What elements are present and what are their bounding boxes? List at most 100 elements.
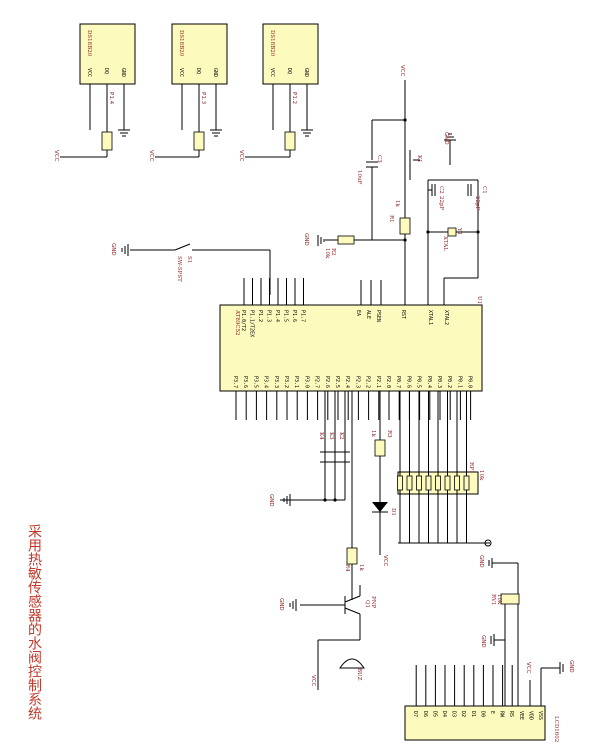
mcu-top-pin-label: P1.4 — [274, 310, 280, 322]
lcd-pin-label: D5 — [431, 711, 437, 717]
reset-r-ref: R1 — [388, 215, 394, 223]
rpack-resistor — [435, 475, 441, 491]
rpack-resistor — [425, 475, 432, 491]
svg-text:GND: GND — [480, 635, 486, 648]
mcu-bottom-pin-label: P3.5 — [252, 376, 258, 388]
mcu-bottom-pin-label: P2.6 — [324, 376, 330, 388]
rpack-resistor — [463, 475, 470, 491]
reset-circuit: VCC C3 10uF K1 1k R1 R2 10k GND — [303, 65, 422, 305]
switch-s1: GND S1 SW-SPST — [110, 243, 271, 295]
resistor-pack: RP1 10k — [397, 391, 492, 547]
mcu-bottom-pin-label: P3.3 — [273, 376, 279, 388]
svg-text:GND: GND — [268, 494, 274, 507]
buzzer-label: BUZ — [356, 668, 362, 681]
rpack-resistor — [454, 475, 460, 491]
mcu-bottom-pin-label: P2.1 — [375, 376, 381, 388]
reset-cap-value: 10uF — [356, 170, 362, 185]
ds18b20-sensor-1: DS18B20 VCC DQ GND P1.4 VCC — [53, 23, 136, 162]
rpack-resistor — [444, 475, 451, 491]
mcu-top-pin-label: P1.2 — [257, 310, 263, 322]
mcu-bottom-pin-label: P3.6 — [242, 376, 248, 388]
reset-switch-ref: K1 — [416, 155, 422, 163]
mcu-bottom-pin-label: P0.3 — [436, 376, 442, 388]
mcu-bottom-pin-label: P0.7 — [395, 376, 401, 388]
button-k2: K2 — [338, 432, 344, 440]
svg-text:VCC: VCC — [399, 65, 405, 77]
buzzer-circuit: R4 1k Q1 PNP GND BUZ VCC — [278, 391, 376, 690]
led-ref: D1 — [390, 508, 396, 516]
lcd-pin-label: D2 — [460, 711, 466, 717]
mcu-bottom-pin-label: P2.5 — [334, 376, 340, 388]
buzzer-r-ref: R4 — [344, 564, 350, 572]
mcu-top-pin-label: P1.0/T2 — [240, 310, 246, 331]
mcu-ref: U1 — [476, 296, 482, 304]
svg-text:VCC: VCC — [382, 555, 388, 567]
buttons-k2-k4: K4 K3 K2 GND — [268, 391, 350, 507]
lcd-ref: LCD1602 — [553, 716, 559, 742]
svg-text:GND: GND — [478, 555, 484, 568]
lcd-pin-label: VEE — [518, 711, 524, 720]
mcu-bottom-pin-label: P0.2 — [446, 376, 452, 388]
mcu-top-pin-label: P1.3 — [266, 310, 272, 322]
mcu-bottom-pin-label: P2.7 — [314, 376, 320, 388]
svg-text:DQ: DQ — [195, 68, 201, 74]
rpack-value: 10k — [478, 470, 484, 481]
mcu-bottom-pin-label: P2.0 — [385, 376, 391, 388]
button-k3: K3 — [328, 432, 334, 440]
lcd-pin-label: VDD — [527, 711, 533, 720]
rpack-ref: RP1 — [468, 462, 474, 473]
lcd-pin-label: RW — [499, 711, 505, 718]
switch-s1-label: SW-SPST — [176, 256, 182, 282]
lcd-pin-label: D4 — [441, 711, 447, 717]
mcu-bottom-pin-label: P0.5 — [416, 376, 422, 388]
svg-text:VCC: VCC — [86, 68, 92, 77]
svg-text:GND: GND — [110, 243, 116, 256]
lcd-pin-label: D6 — [422, 711, 428, 717]
svg-text:VCC: VCC — [269, 68, 275, 77]
reset-cap-ref: C3 — [376, 155, 382, 163]
mcu-bottom-pin-label: P3.7 — [232, 376, 238, 388]
reset-r-value: 1k — [394, 200, 400, 207]
svg-text:GND: GND — [303, 233, 309, 246]
mcu-part: AT89C52 — [234, 309, 240, 336]
svg-text:DQ: DQ — [103, 68, 109, 74]
rpack-resistor — [406, 475, 413, 491]
mcu-top-pin-label: P1.1/T2EX — [249, 310, 255, 337]
mcu-bottom-pin-label: P0.1 — [456, 376, 462, 388]
buzzer-r-value: 1k — [358, 564, 364, 571]
svg-text:XTAL1: XTAL1 — [427, 310, 433, 325]
svg-text:DQ: DQ — [286, 68, 292, 74]
switch-s1-ref: S1 — [186, 256, 192, 263]
svg-text:RST: RST — [400, 310, 406, 319]
mcu-bottom-pin-label: P3.2 — [283, 376, 289, 388]
lcd-pin-label: D7 — [412, 711, 418, 717]
crystal-ref: Y1 — [456, 227, 462, 235]
button-k4: K4 — [318, 432, 324, 440]
mcu-bottom-pin-label: P0.6 — [405, 376, 411, 388]
svg-text:VCC: VCC — [525, 662, 531, 674]
ds18b20-part-1: DS18B20 — [86, 30, 92, 57]
mcu-bottom-pin-label: P3.0 — [303, 376, 309, 388]
svg-text:VCC: VCC — [178, 68, 184, 77]
ds18b20-sensor-3: DS18B20 VCC DQ GND P1.2 VCC — [238, 23, 319, 162]
ds18b20-net-2: P1.3 — [200, 92, 206, 105]
rpack-resistor — [397, 475, 403, 491]
crystal-label: XTAL — [442, 236, 448, 251]
led-r-value: 1k — [370, 430, 376, 437]
mcu-top-pin-label: P1.5 — [283, 310, 289, 322]
rpack-resistor — [416, 475, 422, 491]
svg-text:GND: GND — [303, 68, 309, 77]
svg-text:VCC: VCC — [310, 675, 316, 687]
ds18b20-part-3: DS18B20 — [269, 30, 275, 57]
svg-text:GND: GND — [278, 598, 284, 611]
lcd-pot-value: 10k — [496, 594, 502, 605]
crystal-c1-ref: C1 — [481, 186, 487, 194]
ds18b20-sensor-2: DS18B20 VCC DQ GND P1.3 VCC — [148, 23, 228, 162]
lcd-pin-label: D0 — [479, 711, 485, 717]
lcd-pin-label: E — [489, 711, 495, 714]
svg-text:GND: GND — [443, 132, 449, 145]
led-r-ref: R3 — [386, 430, 392, 438]
